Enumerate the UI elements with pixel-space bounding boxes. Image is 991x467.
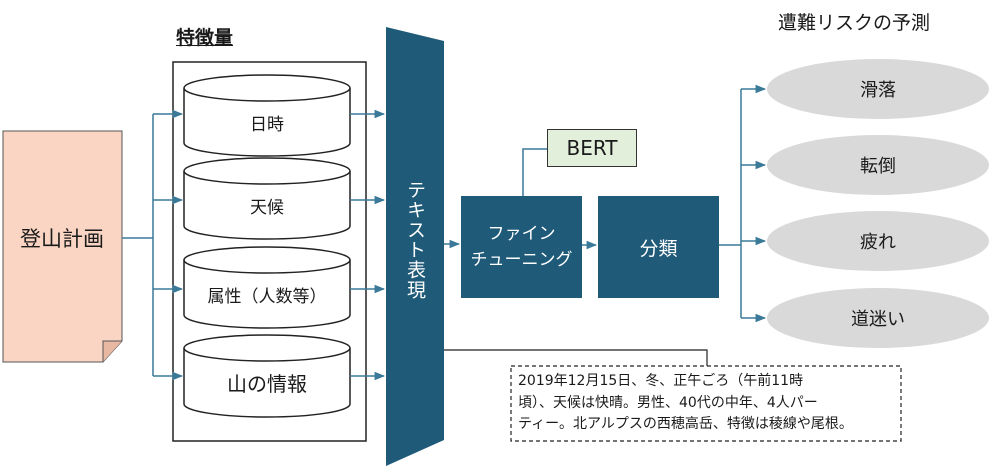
example-text-box-shape	[510, 365, 902, 442]
features-to-text-connectors	[350, 109, 386, 381]
classify-box-shape	[598, 196, 719, 298]
finetune-label-line-1: ファイン	[487, 224, 556, 244]
feature-label-mountain: 山の情報	[227, 371, 307, 396]
example-text: 2019年12月15日、冬、正午ごろ（午前11時 頃）、天候は快晴。男性、40代…	[518, 371, 898, 436]
classify-label: 分類	[639, 237, 678, 260]
features-title: 特徴量	[176, 27, 234, 49]
source-document-fold	[102, 340, 122, 362]
finetune-label-line-2: チューニング	[470, 250, 573, 270]
finetune-label: ファイン チューニング	[461, 196, 582, 298]
source-document-label: 登山計画	[20, 227, 104, 251]
feature-group-box	[172, 61, 367, 442]
finetune-box-shape	[461, 196, 582, 298]
risk-label-lost: 道迷い	[851, 309, 905, 330]
example-line-3: ティー。北アルプスの西穂高岳、特徴は稜線や尾根。	[518, 416, 853, 432]
risk-oval-1	[767, 59, 989, 119]
feature-cylinder-mountain	[183, 334, 351, 418]
risk-oval-3	[767, 211, 989, 271]
classify-to-risks-connectors	[719, 84, 767, 323]
risk-oval-4	[767, 288, 989, 348]
risk-label-fatigue: 疲れ	[860, 232, 896, 253]
text-representation-shape	[386, 27, 444, 466]
feature-label-weather: 天候	[250, 197, 284, 218]
feature-label-date: 日時	[250, 114, 284, 135]
prediction-title: 遭難リスクの予測	[778, 12, 931, 34]
bert-box: BERT	[547, 129, 637, 167]
risk-label-fall: 滑落	[860, 80, 896, 101]
example-line-1: 2019年12月15日、冬、正午ごろ（午前11時	[518, 373, 804, 389]
feature-cylinder-attributes	[183, 246, 351, 329]
source-to-features-connectors	[122, 109, 184, 381]
text-representation-label: テキスト表現	[404, 180, 426, 300]
example-connector	[444, 349, 708, 366]
feature-cylinder-date	[183, 74, 351, 157]
feature-label-attributes: 属性（人数等）	[207, 286, 327, 307]
risk-label-tumble: 転倒	[860, 156, 896, 177]
example-line-2: 頃）、天候は快晴。男性、40代の中年、4人パー	[518, 394, 818, 411]
feature-cylinder-weather	[183, 157, 351, 240]
risk-oval-2	[767, 135, 989, 195]
bert-connector	[522, 148, 547, 196]
bert-label: BERT	[566, 136, 618, 160]
